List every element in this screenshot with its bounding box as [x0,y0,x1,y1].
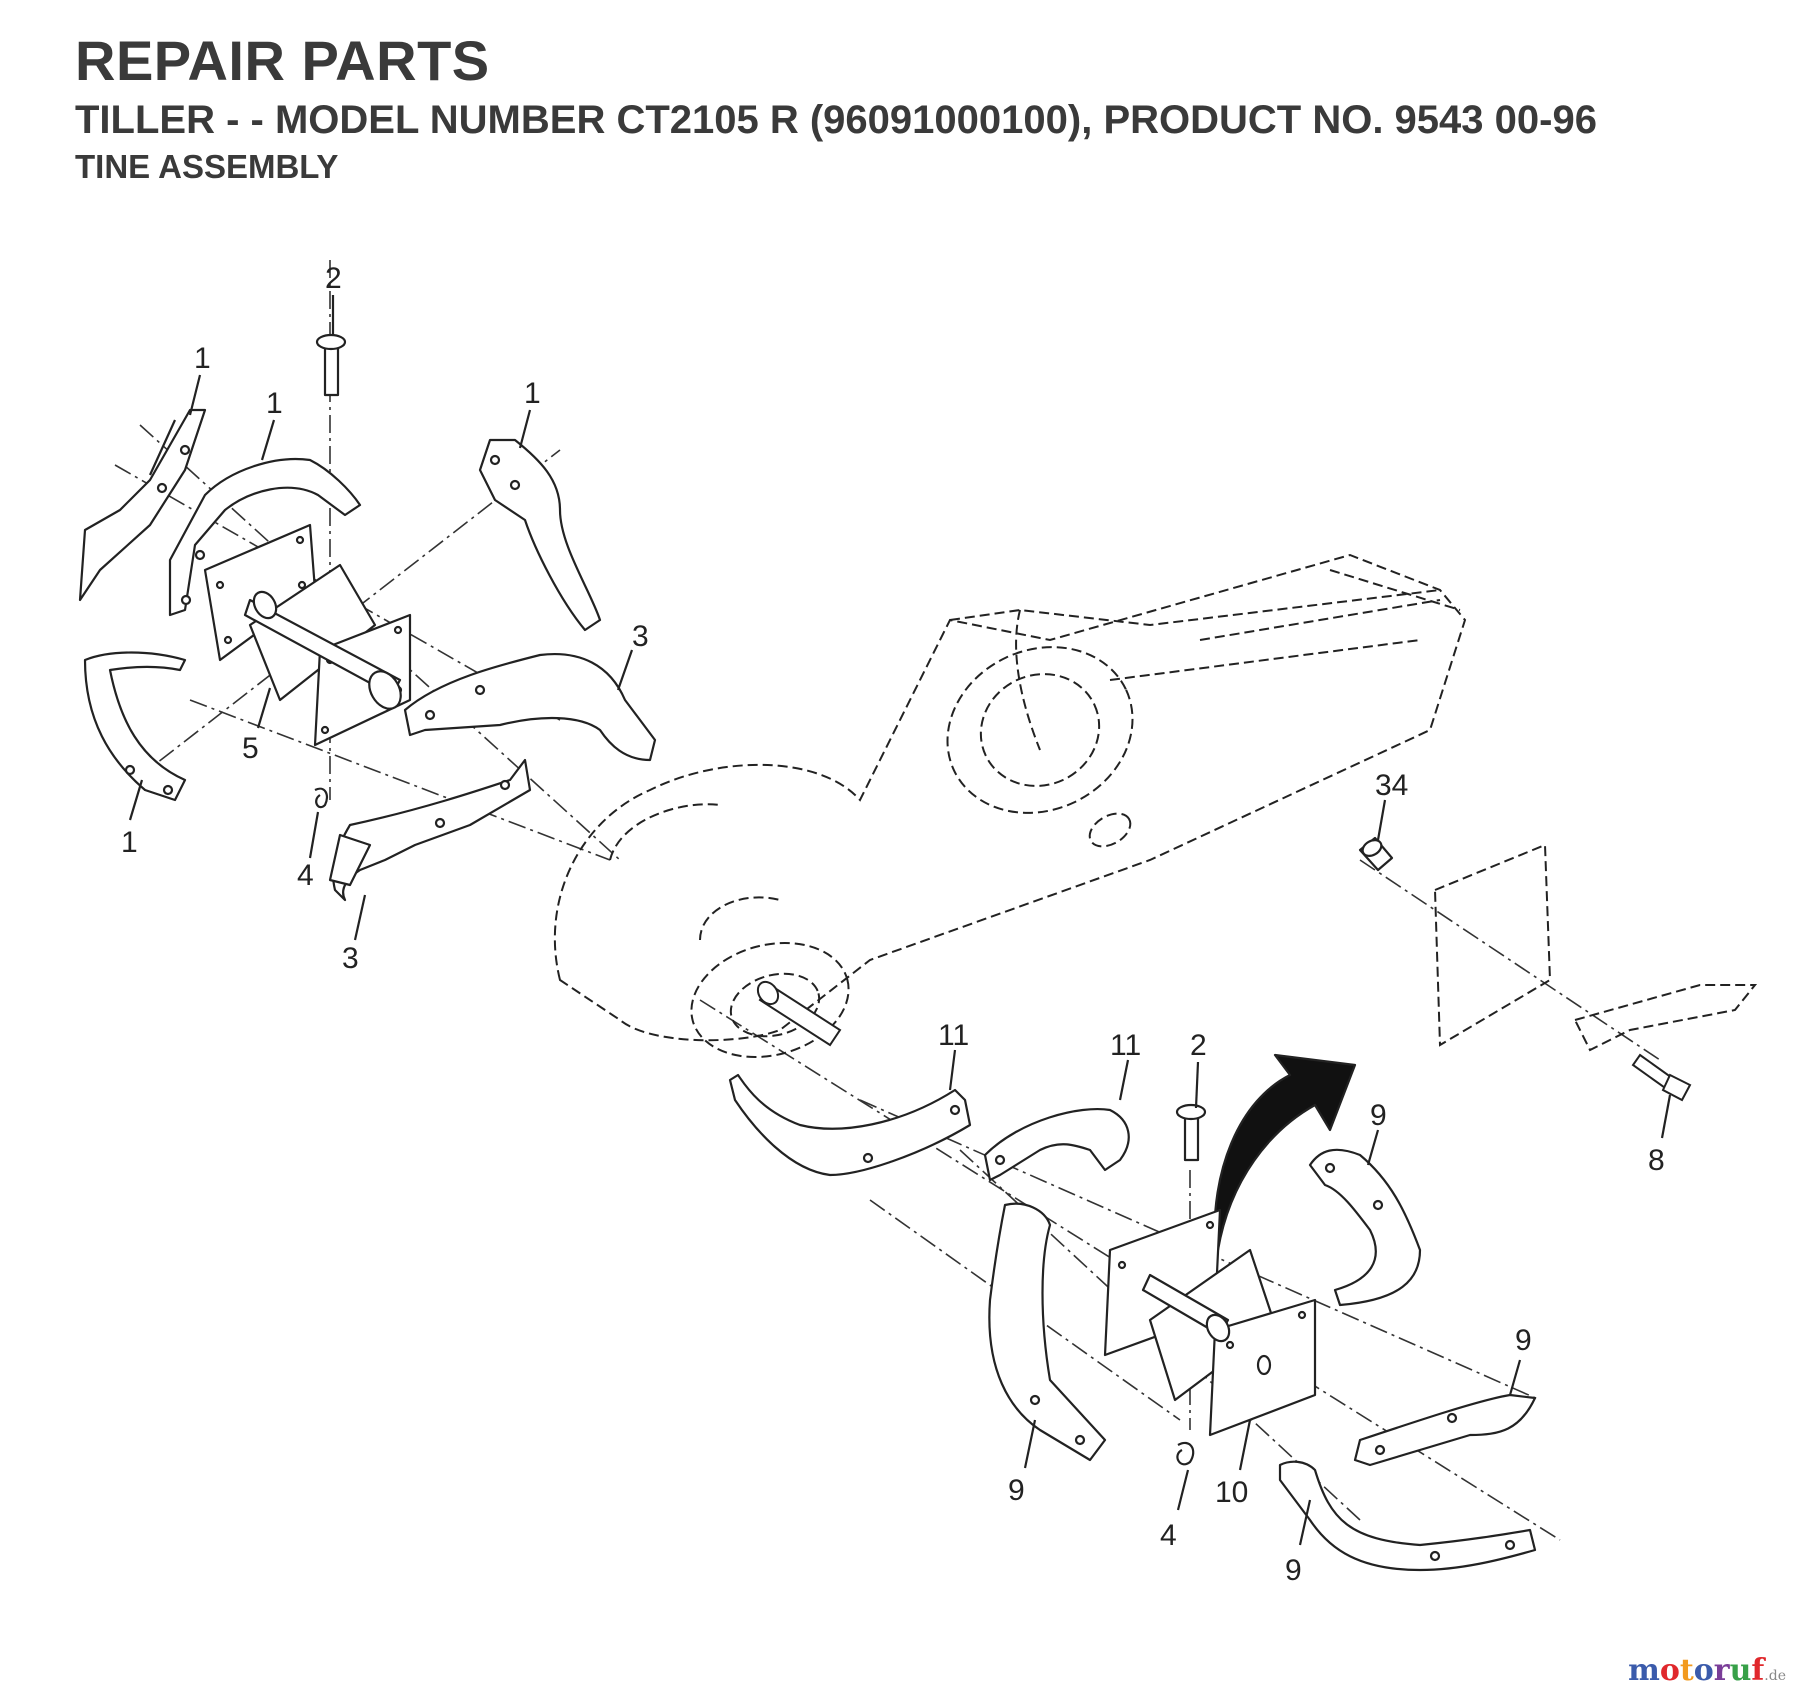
callout-9: 9 [1008,1474,1025,1507]
page-title: REPAIR PARTS [75,29,490,92]
right-side-phantom [1433,843,1758,1052]
watermark-letter: u [1729,1653,1752,1688]
callout-9: 9 [1370,1099,1387,1132]
left-tine-assembly [78,333,657,902]
watermark-letter: t [1679,1653,1694,1688]
callout-2: 2 [1190,1029,1207,1062]
watermark-letter: o [1693,1653,1714,1688]
callout-8: 8 [1648,1144,1665,1177]
callout-9: 9 [1515,1324,1532,1357]
callout-10: 10 [1215,1476,1248,1509]
callout-9: 9 [1285,1554,1302,1587]
callout-1: 1 [121,826,138,859]
watermark-letter: o [1659,1653,1680,1688]
callout-4: 4 [1160,1519,1177,1552]
watermark-letter: r [1713,1653,1730,1688]
bolt-8 [1631,1053,1692,1102]
callout-1: 1 [524,377,541,410]
right-tine-assembly [728,1053,1537,1572]
leader-lines [128,295,1672,1546]
callout-5: 5 [242,732,259,765]
watermark-logo: motoruf.de [1628,1653,1786,1688]
housing-shaft [756,980,842,1047]
centerlines [114,260,1661,1541]
tiller-housing [553,553,1467,1059]
watermark-letter: f [1751,1653,1765,1688]
callout-1: 1 [266,387,283,420]
callout-labels: 1 1 1 1 2 3 3 4 5 34 8 11 11 2 9 9 9 9 1… [121,262,1665,1587]
callout-11: 11 [1110,1029,1141,1062]
callout-1: 1 [194,342,211,375]
callout-2: 2 [325,262,342,295]
section-title: TINE ASSEMBLY [75,148,339,185]
callout-3: 3 [342,942,359,975]
callout-4: 4 [297,859,314,892]
callout-34: 34 [1375,769,1408,802]
callout-11: 11 [938,1019,969,1052]
watermark-suffix: .de [1764,1668,1786,1684]
right-side-parts [1358,836,1394,872]
page-subtitle: TILLER - - MODEL NUMBER CT2105 R (960910… [75,98,1597,142]
watermark-letter: m [1628,1653,1660,1688]
callout-3: 3 [632,620,649,653]
